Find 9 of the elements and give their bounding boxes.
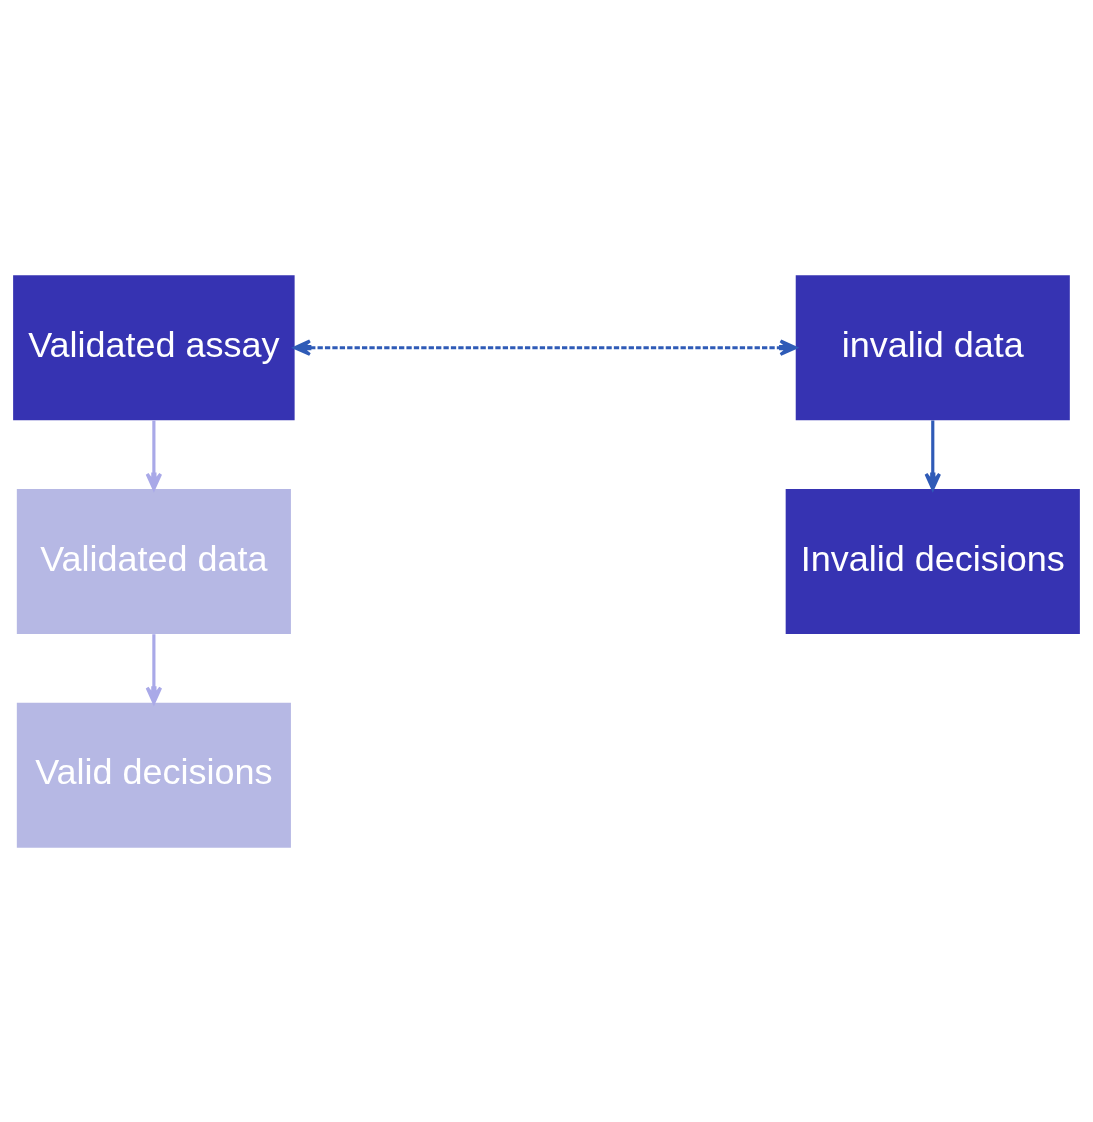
- node-box: Validated assay: [13, 274, 295, 420]
- node-box: Validated data: [16, 488, 291, 634]
- node-box: invalid data: [795, 274, 1070, 420]
- arrow: [145, 419, 163, 490]
- node-box: Invalid decisions: [785, 488, 1080, 634]
- arrow: [293, 338, 798, 356]
- arrow: [145, 633, 163, 704]
- arrow: [924, 419, 942, 490]
- node-box: Valid decisions: [16, 702, 291, 848]
